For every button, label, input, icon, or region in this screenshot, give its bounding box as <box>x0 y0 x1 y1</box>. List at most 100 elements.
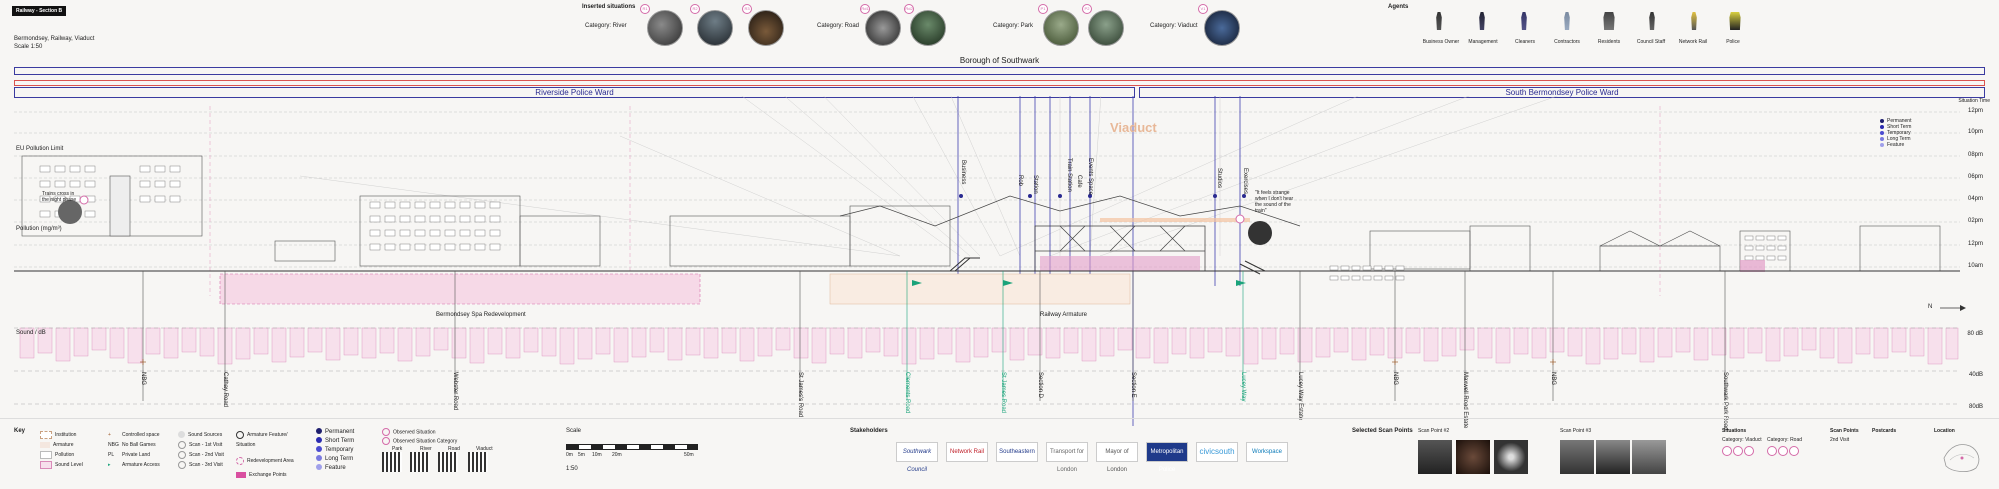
situation-label[interactable]: Cafe <box>1076 175 1082 188</box>
time-label: 12pm <box>1967 108 1983 114</box>
eu-pollution-limit-label: EU Pollution Limit <box>16 146 64 152</box>
quote-right: "It feels strange when I don't hear the … <box>1255 190 1294 214</box>
situation-label[interactable]: Station <box>1032 175 1038 194</box>
inserted-situations-title: Inserted situations <box>582 4 636 10</box>
key-long-term: Long Term <box>325 456 354 462</box>
situations-title: Situations <box>1722 428 1747 434</box>
legend-temporary: Temporary <box>1887 130 1911 136</box>
situation-photo-park-2[interactable] <box>1088 10 1124 46</box>
key-title: Key <box>14 428 26 434</box>
key-observed-category: Observed Situation Category <box>393 438 458 445</box>
situation-badge: R3 <box>742 4 752 14</box>
time-label: 12pm <box>1967 241 1983 247</box>
street-label: NBG <box>140 372 146 386</box>
situation-label[interactable]: Train Station <box>1066 158 1072 192</box>
scan-photo[interactable] <box>1494 440 1528 474</box>
badge-icon <box>1789 446 1799 456</box>
feature-dot-icon <box>1880 143 1884 147</box>
street-label: Southwark Park Road <box>1722 372 1728 431</box>
logo-mayor[interactable]: Mayor of London <box>1096 442 1138 473</box>
scan-photo[interactable] <box>1456 440 1490 474</box>
situation-photo-river-2[interactable] <box>697 10 733 46</box>
situation-time-legend: Permanent Short Term Temporary Long Term… <box>1880 118 1940 148</box>
short-term-dot-icon <box>1880 125 1884 129</box>
logo-civicsouth[interactable]: civicsouth <box>1196 442 1238 462</box>
time-label: 02pm <box>1967 218 1983 224</box>
key-column-1: Institution Armature Pollution Sound Lev… <box>40 430 83 470</box>
key-column-3: Sound Sources Scan - 1st Visit Scan - 2n… <box>178 430 224 470</box>
scan-photo[interactable] <box>1596 440 1630 474</box>
key-column-4: Armature Feature/ Situation Redevelopmen… <box>236 430 300 480</box>
legend-feature: Feature <box>1887 142 1905 148</box>
street-label: St James's Road <box>797 372 803 418</box>
logo-met-police[interactable]: Metropolitan Police <box>1146 442 1188 473</box>
situation-photo-road-1[interactable] <box>865 10 901 46</box>
redevelopment-label: Bermondsey Spa Redevelopment <box>436 312 526 318</box>
observed-situation-icon <box>382 428 390 436</box>
viaduct-label: Viaduct <box>1110 120 1157 135</box>
qr-code-road[interactable] <box>438 452 458 472</box>
qr-code-river[interactable] <box>410 452 430 472</box>
scan-photo[interactable] <box>1632 440 1666 474</box>
location-label: Bermondsey, Railway, Viaduct <box>14 36 95 42</box>
key-column-5: Permanent Short Term Temporary Long Term… <box>316 428 354 473</box>
logo-southeastern[interactable]: Southeastern <box>996 442 1038 462</box>
sound-level-swatch <box>40 460 52 469</box>
stakeholders-title: Stakeholders <box>850 428 888 434</box>
category-viaduct-label: Category: Viaduct <box>1722 437 1762 443</box>
situation-photo-viaduct-1[interactable] <box>1204 10 1240 46</box>
db-label: 80 dB <box>1967 331 1983 337</box>
db-label: 40dB <box>1968 372 1983 378</box>
agent-label: Contractors <box>1554 39 1580 45</box>
scan-photo[interactable] <box>1418 440 1452 474</box>
situation-badges <box>1722 446 1812 462</box>
location-map-icon[interactable] <box>1940 436 1985 476</box>
scale-mark: 20m <box>612 452 622 458</box>
qr-code-viaduct[interactable] <box>468 452 488 472</box>
qr-label: River <box>420 446 432 452</box>
pollution-label: Pollution (mg/m³) <box>16 226 62 232</box>
agent-label: Residents <box>1597 39 1621 45</box>
agent-label: Network Rail <box>1678 39 1708 45</box>
qr-code-park[interactable] <box>382 452 402 472</box>
legend-permanent: Permanent <box>1887 118 1912 124</box>
logo-workspace[interactable]: Workspace <box>1246 442 1288 462</box>
key-armature-access: Armature Access <box>122 462 160 468</box>
street-label: Webster Road <box>452 372 458 411</box>
postcards-title: Postcards <box>1872 428 1897 434</box>
short-term-icon <box>316 437 322 444</box>
key-redevelopment-area: Redevelopment Area <box>247 458 294 464</box>
key-institution: Institution <box>55 432 77 438</box>
key-pollution: Pollution <box>55 452 75 458</box>
feature-icon <box>316 464 322 471</box>
temporary-dot-icon <box>1880 131 1884 135</box>
footer-divider <box>0 418 1999 419</box>
logo-network-rail[interactable]: Network Rail <box>946 442 988 462</box>
legend-long-term: Long Term <box>1887 136 1911 142</box>
railway-armature-label: Railway Armature <box>1040 312 1088 318</box>
agents-title: Agents <box>1388 4 1409 10</box>
situation-photo-river-1[interactable] <box>647 10 683 46</box>
key-short-term: Short Term <box>325 438 355 444</box>
situation-label[interactable]: Exercises <box>1242 168 1248 195</box>
logo-southwark[interactable]: Southwark Council <box>896 442 938 473</box>
agent-figure-icon <box>1729 12 1741 30</box>
key-no-ball-games: No Ball Games <box>122 442 156 448</box>
agent-figure-icon <box>1521 12 1527 30</box>
situation-label[interactable]: Studios <box>1216 168 1222 189</box>
situation-label[interactable]: Business <box>960 160 966 185</box>
situation-badge: R2 <box>690 4 700 14</box>
situation-badge: P2 <box>1082 4 1092 14</box>
exchange-point-swatch <box>236 471 246 478</box>
db-label: 80dB <box>1968 404 1983 410</box>
logo-tfl[interactable]: Transport for London <box>1046 442 1088 473</box>
situation-photo-park-1[interactable] <box>1043 10 1079 46</box>
situation-photo-river-3[interactable] <box>748 10 784 46</box>
scan-photo[interactable] <box>1560 440 1594 474</box>
armature-feature-icon <box>236 430 244 439</box>
agent-label: Management <box>1468 39 1498 45</box>
situation-photo-road-2[interactable] <box>910 10 946 46</box>
situation-label[interactable]: Rob <box>1017 175 1023 187</box>
qr-label: Road <box>448 446 460 452</box>
situation-label[interactable]: Events Space <box>1087 158 1093 196</box>
